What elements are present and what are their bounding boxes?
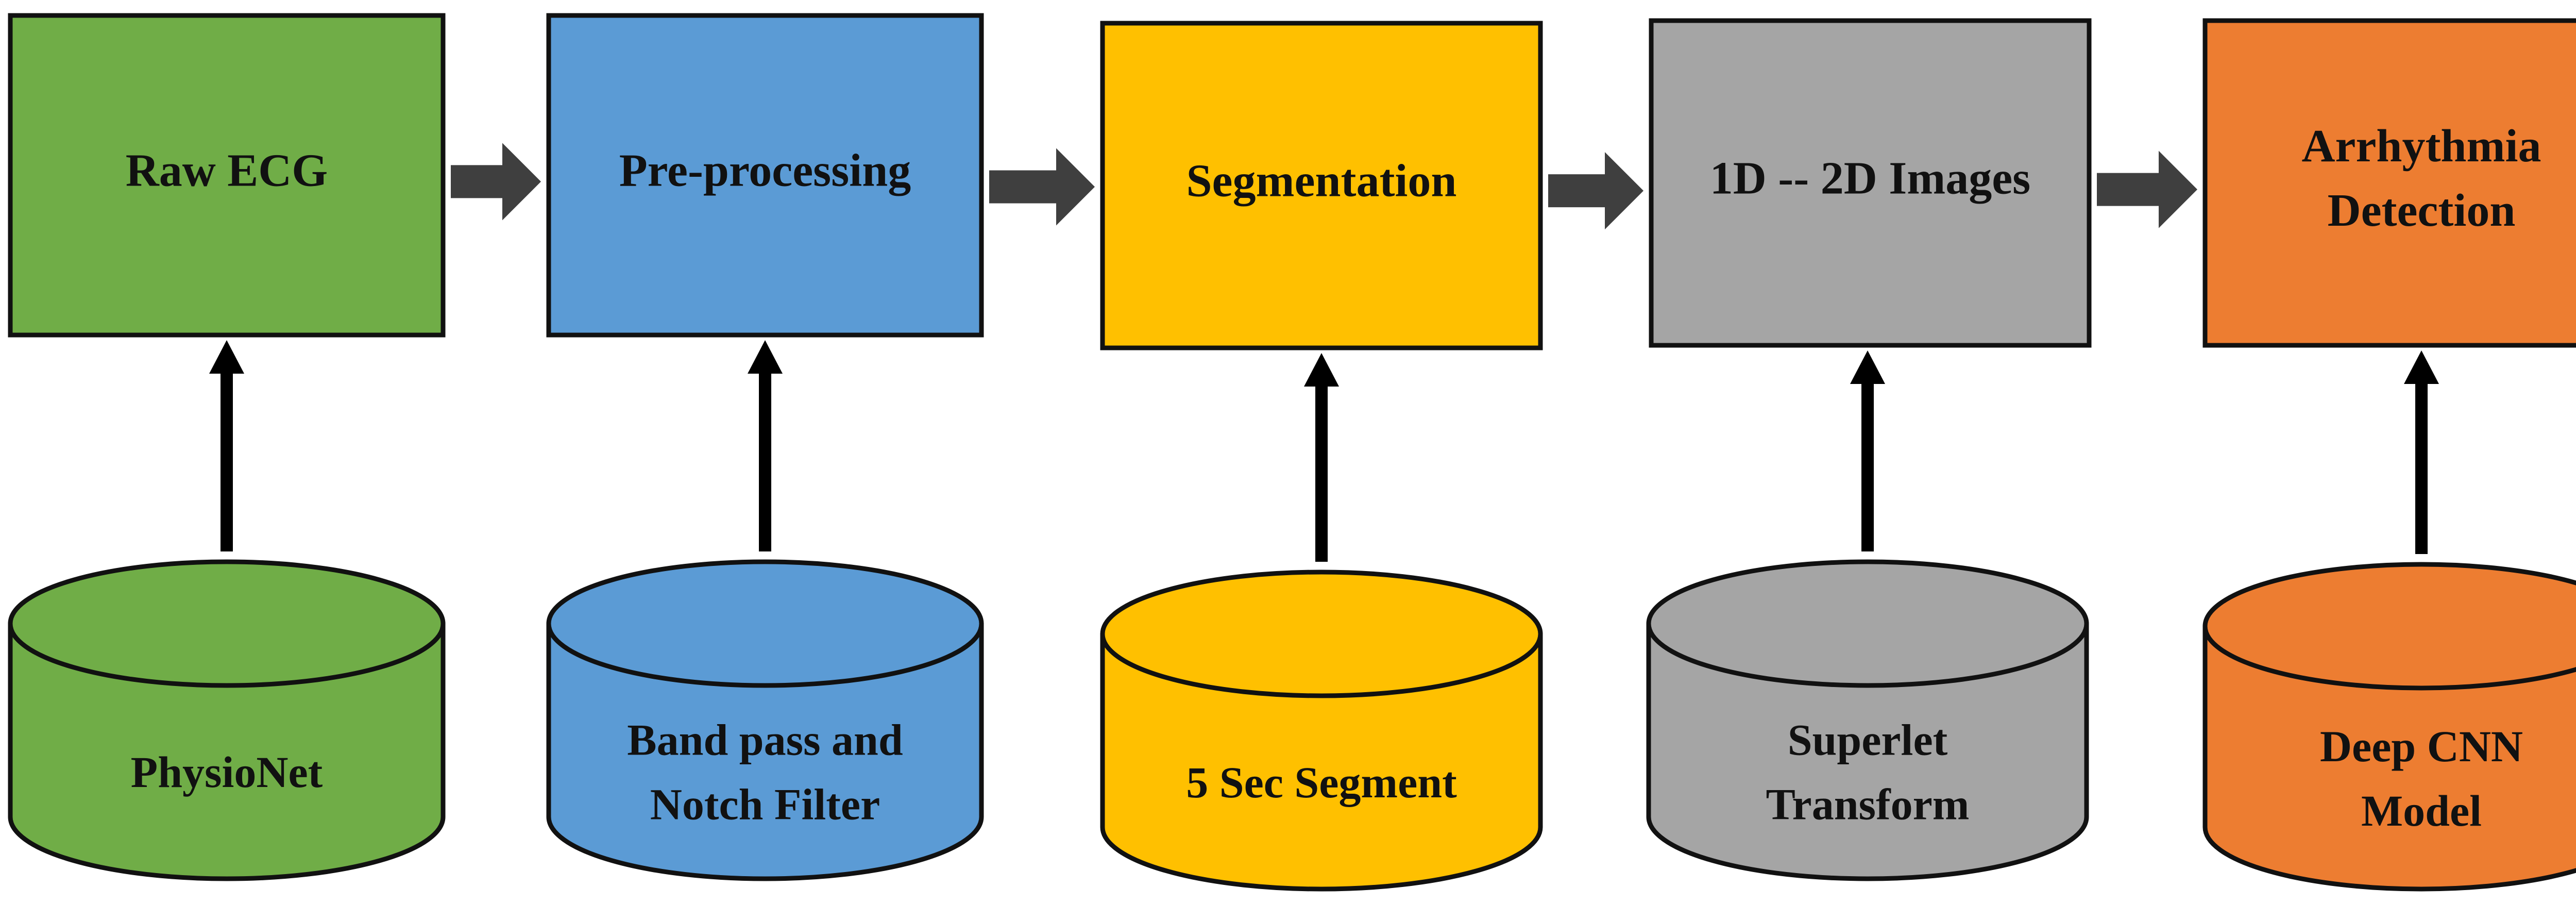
process-label: Pre-processing	[619, 145, 911, 196]
process-box: Pre-processing	[546, 13, 984, 338]
input-arrow	[2404, 350, 2439, 554]
process-box: Segmentation	[1100, 21, 1543, 350]
input-arrows	[209, 340, 2439, 562]
flow-arrow	[2097, 150, 2197, 228]
flow-arrow	[451, 143, 541, 221]
source-label: Model	[2361, 786, 2482, 835]
process-box: Raw ECG	[8, 13, 446, 338]
process-label: Detection	[2328, 185, 2516, 236]
process-label: Raw ECG	[126, 145, 328, 196]
process-label: Arrhythmia	[2302, 121, 2541, 172]
input-arrow	[1304, 353, 1339, 562]
source-cylinder: 5 Sec Segment	[1100, 570, 1543, 892]
process-boxes: Raw ECG Pre-processing Segmentation 1D -- 2…	[8, 13, 2576, 350]
process-box: 1D -- 2D Images	[1649, 18, 2092, 348]
source-label: Superlet	[1788, 715, 1948, 765]
source-label: 5 Sec Segment	[1186, 758, 1457, 807]
source-cylinder: PhysioNet	[8, 559, 446, 881]
process-label: 1D -- 2D Images	[1710, 153, 2030, 204]
source-label: Transform	[1766, 780, 1970, 829]
input-arrow	[209, 340, 244, 551]
flow-arrows	[451, 143, 2197, 230]
process-label: Segmentation	[1187, 156, 1457, 207]
source-cylinder: Deep CNN Model	[2202, 562, 2576, 892]
source-label: PhysioNet	[131, 747, 323, 797]
source-label: Band pass and	[627, 715, 903, 765]
source-label: Notch Filter	[650, 780, 880, 829]
source-label: Deep CNN	[2320, 722, 2523, 771]
flow-arrow	[1548, 152, 1643, 230]
input-arrow	[748, 340, 783, 551]
input-arrow	[1850, 350, 1885, 551]
flow-arrow	[989, 148, 1095, 226]
